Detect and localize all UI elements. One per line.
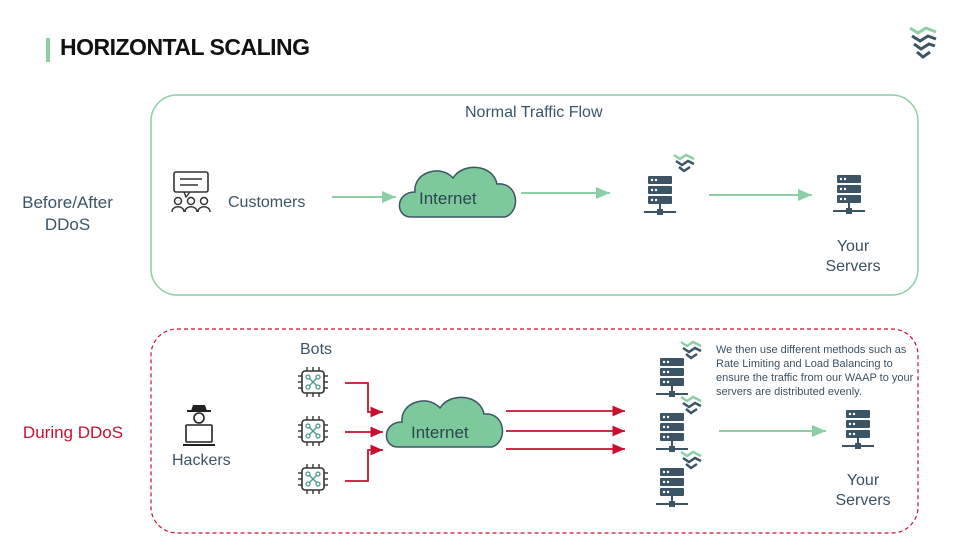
before-after-label: Before/After DDoS xyxy=(22,193,113,234)
title-accent-bar xyxy=(46,38,50,62)
shield-logo-icon xyxy=(909,26,937,59)
your-servers-icon xyxy=(841,409,875,450)
bot-chip-icon xyxy=(297,366,329,398)
internet-label: Internet xyxy=(419,189,477,208)
customers-label: Customers xyxy=(228,194,306,211)
normal-traffic-flow-title: Normal Traffic Flow xyxy=(465,104,603,121)
page-title: HORIZONTAL SCALING xyxy=(60,34,310,60)
rate-limiting-note: We then use different methods such as Ra… xyxy=(716,344,914,398)
waap-server-icon xyxy=(655,467,689,508)
your-servers-label: Your Servers xyxy=(825,238,881,275)
bot-chip-icon xyxy=(297,463,329,495)
hacker-icon xyxy=(183,405,215,446)
waap-shield-icon xyxy=(679,450,703,470)
ddos-panel xyxy=(150,328,919,534)
waap-shield-icon xyxy=(679,395,703,415)
your-servers-icon xyxy=(832,174,866,215)
waap-server-icon xyxy=(655,357,689,398)
customers-group-icon xyxy=(171,171,211,213)
normal-traffic-panel xyxy=(150,94,919,296)
your-servers-label: Your Servers xyxy=(835,472,891,509)
waap-shield-icon xyxy=(672,153,696,173)
waap-shield-icon xyxy=(679,340,703,360)
bot1-arrow xyxy=(345,382,383,418)
bot3-arrow xyxy=(345,444,383,482)
during-ddos-label: During DDoS xyxy=(22,423,124,442)
waap-server-icon xyxy=(643,175,677,216)
waap-server-icon xyxy=(655,412,689,453)
bots-label: Bots xyxy=(300,341,333,358)
hackers-label: Hackers xyxy=(172,452,231,469)
internet-label: Internet xyxy=(411,423,469,442)
bot-chip-icon xyxy=(297,415,329,447)
